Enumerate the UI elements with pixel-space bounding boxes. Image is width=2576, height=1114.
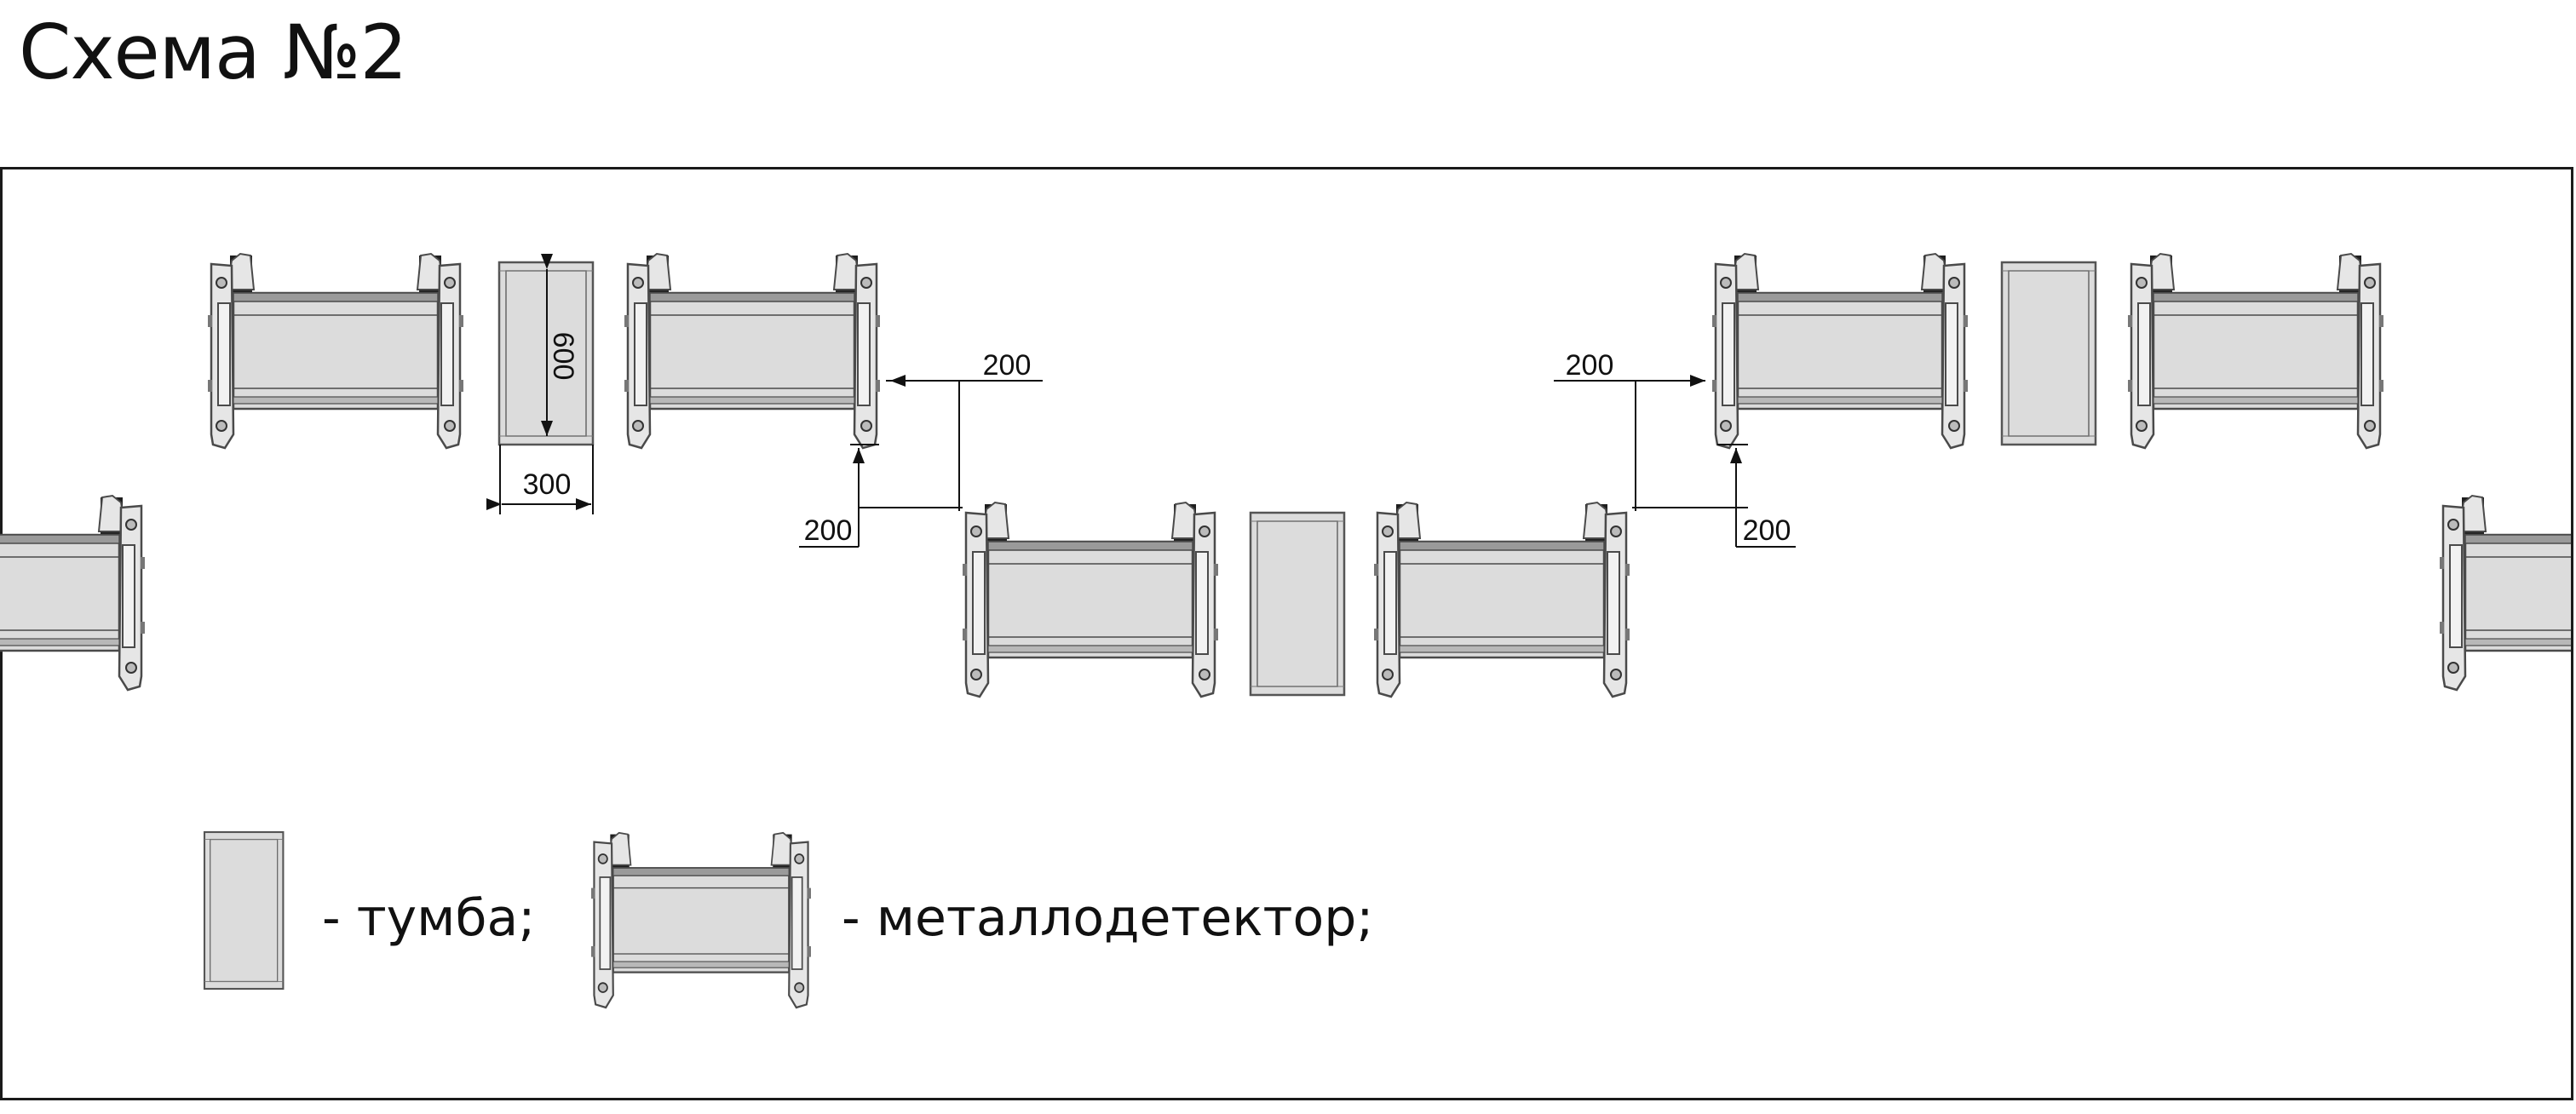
svg-text:200: 200 [983, 349, 1032, 382]
svg-text:200: 200 [1566, 349, 1614, 382]
stand [1249, 511, 1346, 697]
legend-detector-label: - металлодетектор; [842, 888, 1374, 948]
stand-icon [203, 830, 285, 991]
legend-stand: - тумба; [203, 830, 535, 991]
dimension-offset-vertical-left: 200 [799, 444, 963, 548]
metal-detector-partial-left [0, 494, 145, 692]
metal-detector [1372, 501, 1631, 698]
legend-detector: - металлодетектор; [589, 831, 1374, 1009]
dimension-stand-width: 300 [486, 445, 594, 514]
svg-text:200: 200 [1743, 514, 1791, 547]
svg-text:200: 200 [804, 514, 853, 547]
metal-detector [2126, 252, 2385, 450]
legend: - тумба; - металлодетектор; [203, 830, 1374, 1009]
metal-detector-partial-right [2440, 494, 2571, 692]
metal-detector [206, 252, 465, 450]
stand [2000, 261, 2097, 446]
svg-text:600: 600 [547, 332, 579, 381]
dimension-offset-horizontal-right: 200 [1554, 349, 1705, 511]
metal-detector [623, 252, 882, 450]
legend-stand-label: - тумба; [322, 888, 535, 948]
metal-detector [1711, 252, 1969, 450]
metal-detector [961, 501, 1220, 698]
metal-detector-icon [589, 831, 813, 1009]
svg-text:300: 300 [523, 468, 572, 501]
page-title: Схема №2 [19, 9, 407, 96]
dimension-offset-horizontal-left: 200 [886, 349, 1043, 511]
dimension-offset-vertical-right: 200 [1632, 444, 1796, 548]
dimension-stand-height: 600 [541, 254, 579, 436]
